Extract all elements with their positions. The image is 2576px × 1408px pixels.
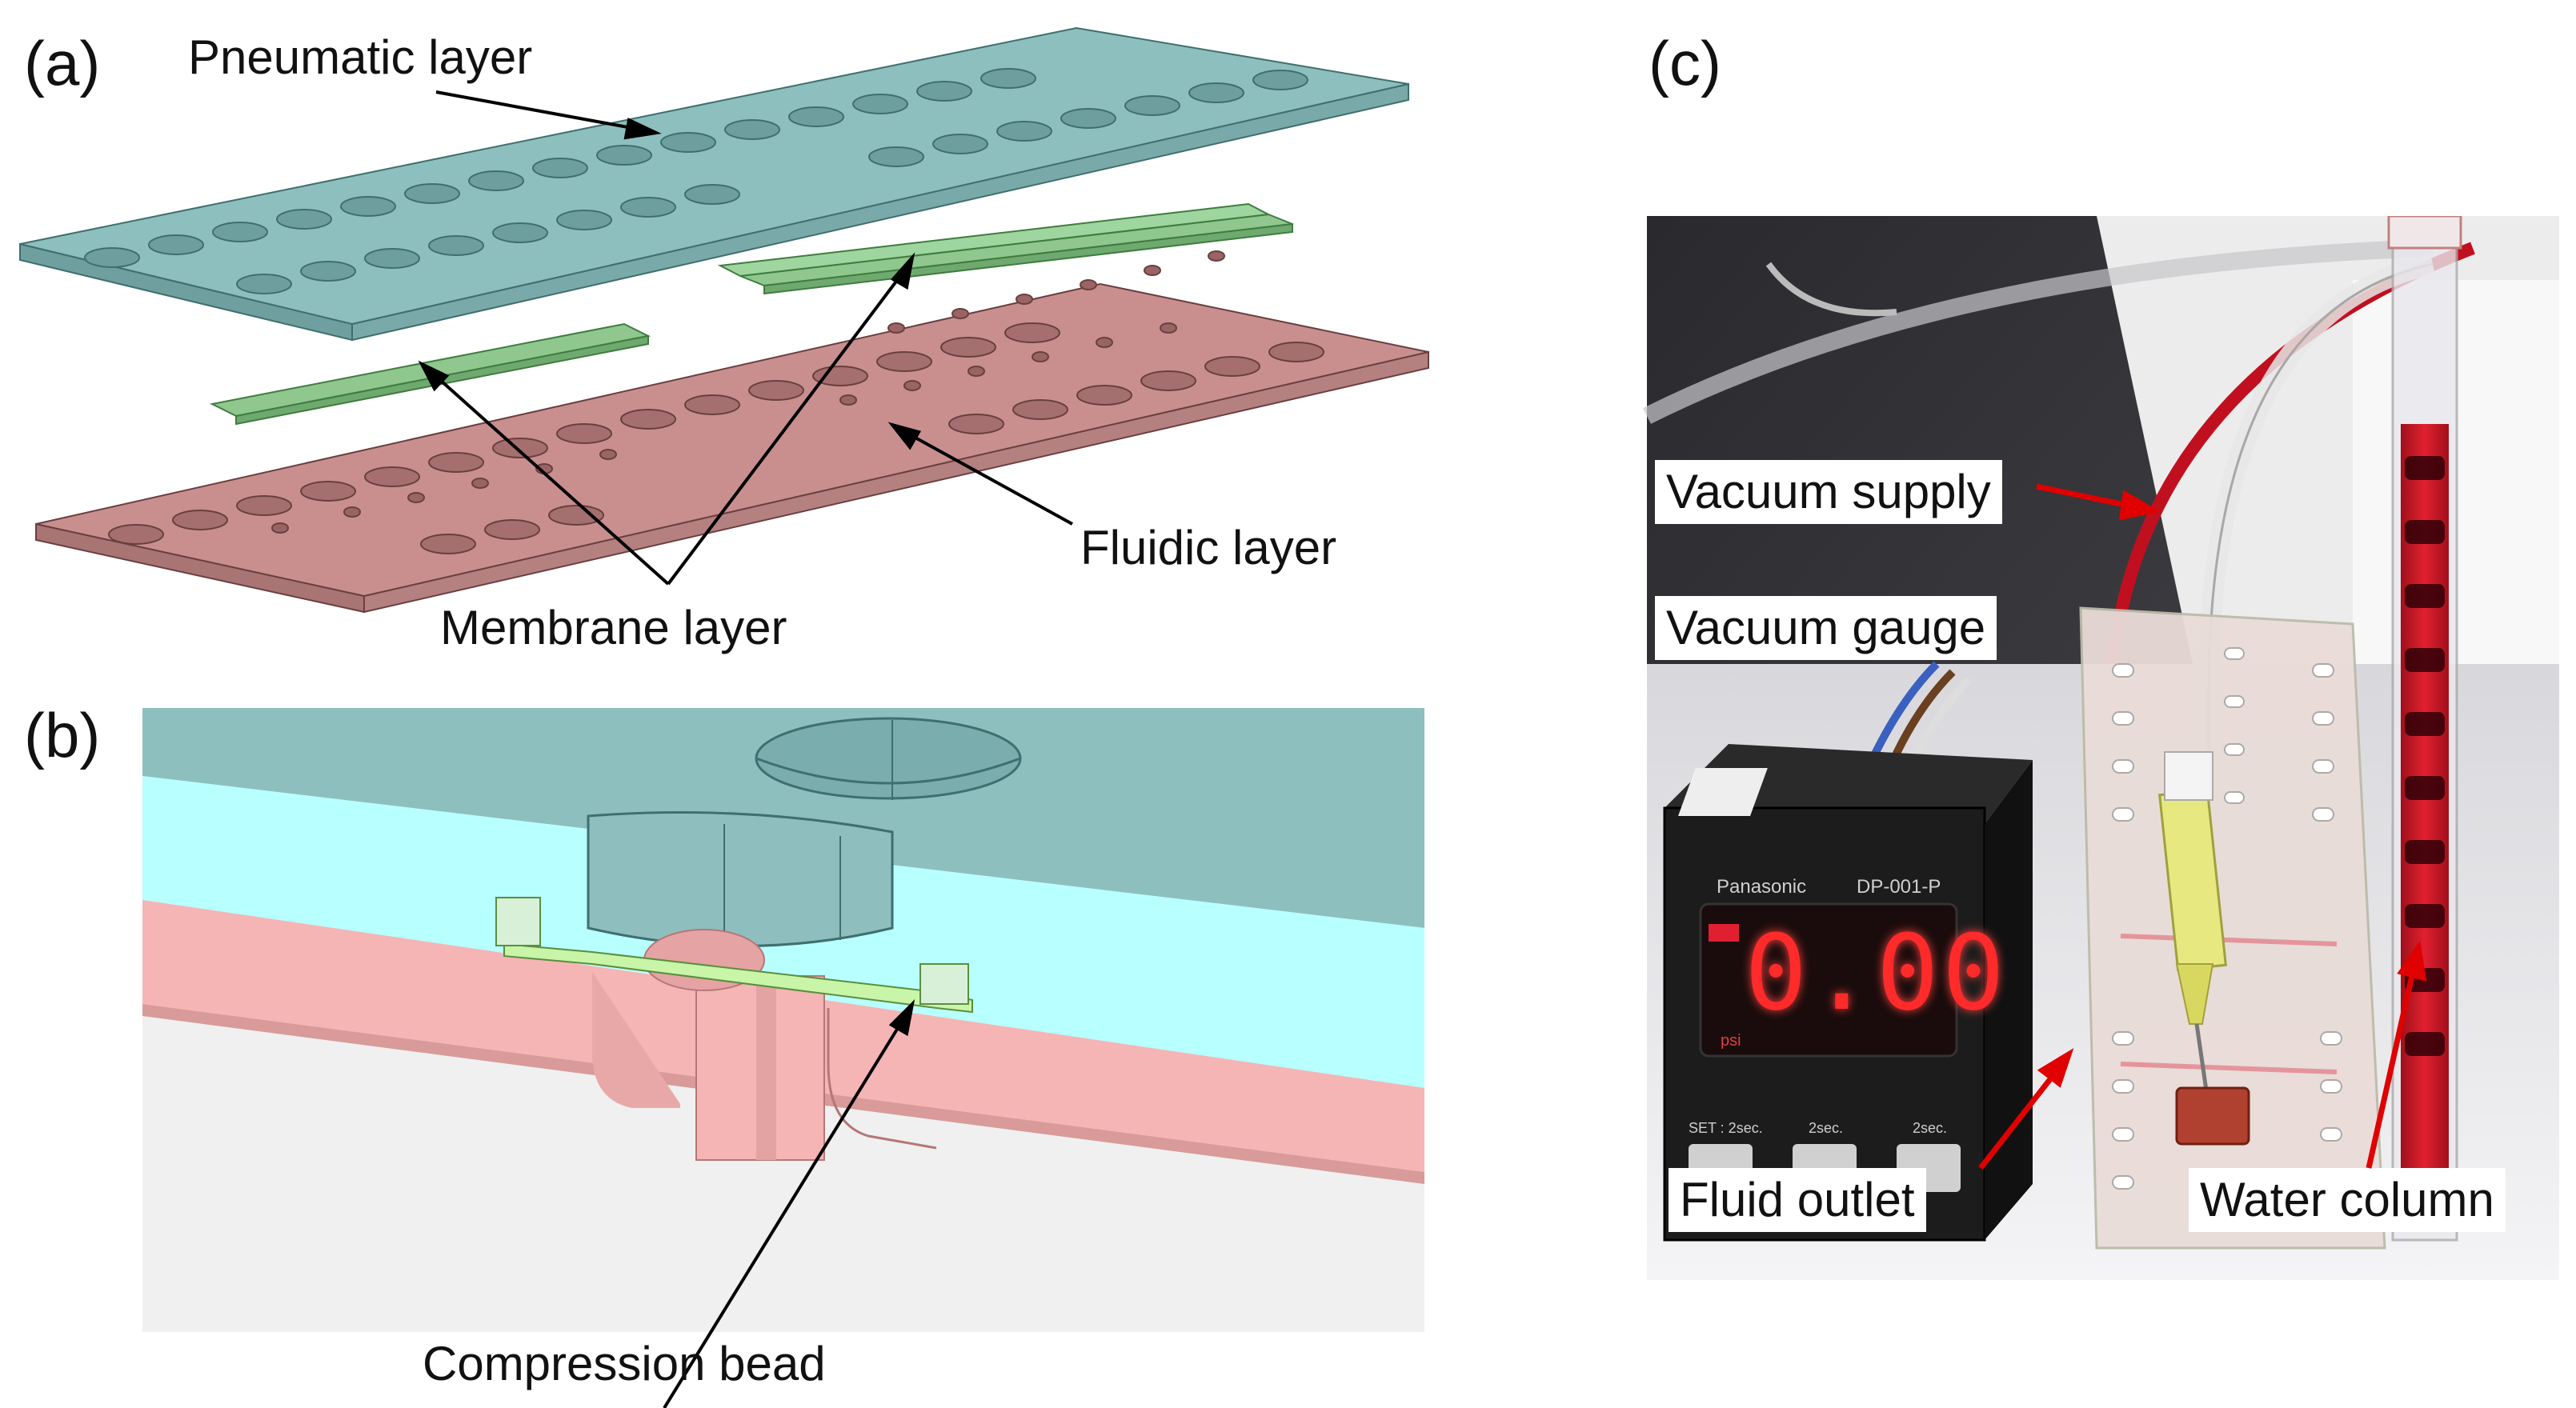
water-column-tube [2387,216,2462,1242]
membrane-section [495,897,973,1014]
pneumatic-layer-label: Pneumatic layer [188,30,533,84]
water-column-label: Water column [2189,1168,2506,1232]
pneumatic-layer-slab [19,26,1409,342]
gauge-reading: 0.00 [1745,912,2009,1034]
fluidic-layer-slab [35,250,1429,614]
compression-bead-label: Compression bead [423,1337,826,1390]
gauge-model: DP-001-P [1857,876,1941,898]
pneumatic-section [142,708,1424,1088]
chip-device [2079,606,2386,1250]
panel-a-exploded-view [19,26,1429,614]
pdms-block [2175,1086,2250,1146]
panel-label-a: (a) [24,28,101,98]
gauge-button-3: 2sec. [1913,1120,1948,1136]
gauge-button-2: 2sec. [1809,1120,1844,1136]
panel-label-b: (b) [24,700,101,770]
panel-c-photo [1643,216,2559,1280]
membrane-layer-label: Membrane layer [440,601,787,654]
gauge-unit: psi [1721,1032,1741,1050]
vacuum-gauge-label: Vacuum gauge [1655,596,1997,660]
syringe-needle [2158,751,2227,1097]
fluidic-section [142,900,1424,1184]
vacuum-supply-label: Vacuum supply [1655,460,2002,524]
gauge-button-set: SET : 2sec. [1689,1120,1763,1136]
fluid-outlet-label: Fluid outlet [1669,1168,1926,1232]
fluidic-layer-label: Fluidic layer [1080,521,1337,574]
panel-b-cross-section [142,708,1424,1408]
gauge-brand: Panasonic [1717,876,1807,898]
panel-label-c: (c) [1649,28,1721,98]
